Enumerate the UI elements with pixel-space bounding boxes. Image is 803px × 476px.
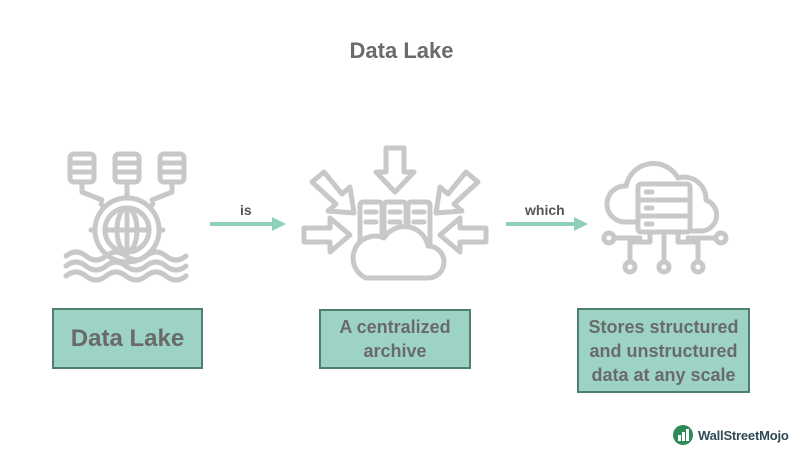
node-label-centralized-archive: A centralized archive: [339, 317, 451, 361]
data-lake-icon: [63, 151, 189, 283]
node-label-stores-data: Stores structured and unstructured data …: [588, 316, 739, 385]
arrow-which: [506, 217, 588, 231]
node-label-data-lake: Data Lake: [70, 324, 185, 352]
arrow-is: [210, 217, 286, 231]
node-box-data-lake: Data Lake: [52, 308, 203, 369]
node-box-stores-data: Stores structured and unstructured data …: [577, 308, 750, 393]
brand-logo-text: WallStreetMojo: [698, 427, 789, 443]
cloud-server-icon: [601, 160, 729, 275]
diagram-title: Data Lake: [349, 38, 454, 63]
cloud-archive-icon: [301, 145, 489, 281]
arrow-label-which: which: [525, 202, 565, 218]
arrow-label-is: is: [240, 202, 252, 218]
node-box-centralized-archive: A centralized archive: [319, 309, 471, 369]
brand-logo-icon: [673, 425, 693, 445]
brand-logo: WallStreetMojo: [672, 424, 789, 446]
